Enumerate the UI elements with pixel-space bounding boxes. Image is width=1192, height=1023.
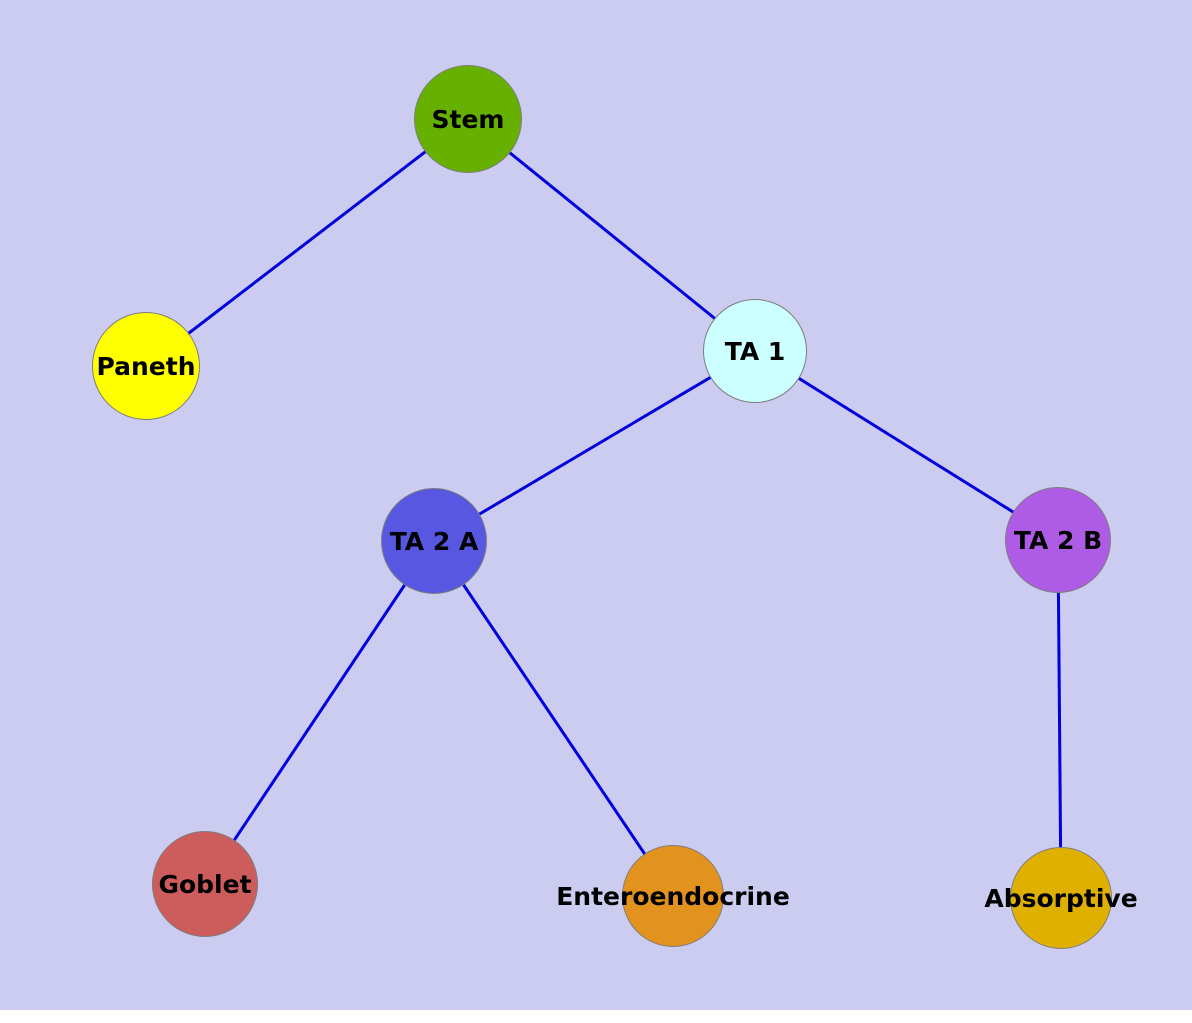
node-goblet-label: Goblet: [158, 869, 252, 899]
node-ta-2-b-label: TA 2 B: [1013, 525, 1103, 555]
node-absorptive-label: Absorptive: [984, 883, 1138, 913]
edge-stem-ta1: [467, 117, 756, 353]
edge-ta1-ta2b: [754, 349, 1059, 542]
node-goblet: Goblet: [152, 831, 258, 937]
node-absorptive: Absorptive: [984, 847, 1138, 949]
node-stem: Stem: [414, 65, 522, 173]
node-ta-2-a: TA 2 A: [381, 488, 487, 594]
node-enteroendocrine-label: Enteroendocrine: [556, 881, 790, 911]
node-ta-2-b: TA 2 B: [1005, 487, 1111, 593]
edge-ta2a-enteroendocrine: [432, 540, 675, 897]
node-ta-2-a-label: TA 2 A: [389, 526, 479, 556]
edge-ta2a-goblet: [203, 540, 436, 885]
node-paneth: Paneth: [92, 312, 200, 420]
node-enteroendocrine: Enteroendocrine: [556, 845, 790, 947]
edge-ta2b-absorptive: [1056, 539, 1063, 899]
edge-ta1-ta2a: [433, 349, 756, 543]
node-ta-1: TA 1: [703, 299, 807, 403]
node-paneth-label: Paneth: [96, 351, 196, 381]
edge-stem-paneth: [145, 117, 469, 368]
node-ta-1-label: TA 1: [724, 336, 786, 366]
node-stem-label: Stem: [431, 104, 505, 134]
